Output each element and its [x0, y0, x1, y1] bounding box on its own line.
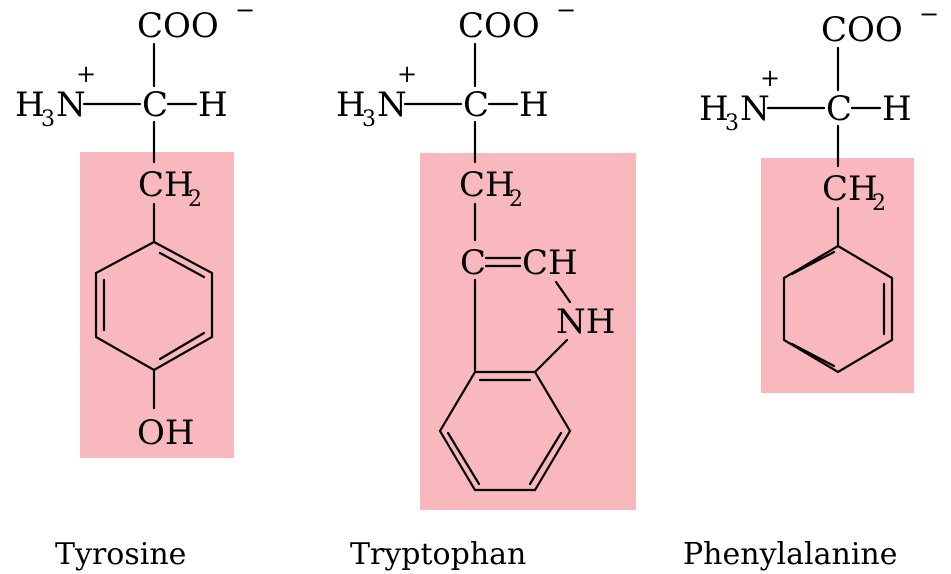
tyrosine-alpha-h: H — [198, 85, 228, 125]
phenylalanine-structure: COO − H 3 N + C H CH 2 Phenylalanine — [683, 0, 939, 572]
tyrosine-hydroxyl: OH — [137, 413, 195, 453]
phenylalanine-label: Phenylalanine — [683, 537, 897, 572]
tyrosine-alpha-carbon: C — [142, 85, 168, 125]
tyrosine-amine-n: N — [56, 85, 86, 125]
phenylalanine-carboxylate: COO — [821, 10, 903, 50]
tyrosine-ch2: CH — [138, 165, 194, 205]
tryptophan-carboxylate: COO — [458, 6, 540, 46]
tyrosine-ch2-subscript: 2 — [188, 187, 202, 212]
tryptophan-ring-c: C — [460, 243, 486, 283]
tryptophan-side-chain-highlight — [420, 153, 636, 510]
tryptophan-plus-charge: + — [397, 60, 417, 88]
tryptophan-ring-nh: NH — [556, 302, 615, 342]
phenylalanine-plus-charge: + — [760, 64, 780, 92]
tyrosine-minus-charge: − — [235, 0, 255, 24]
tryptophan-ch2-subscript: 2 — [509, 187, 523, 212]
tryptophan-structure: COO − H 3 N + C H CH 2 C CH NH Tryptopha… — [336, 0, 636, 572]
phenylalanine-benzene-ring — [782, 244, 894, 374]
tyrosine-side-chain-highlight — [80, 152, 234, 458]
tryptophan-ch2: CH — [459, 165, 515, 205]
tyrosine-amine-subscript: 3 — [41, 107, 55, 132]
tryptophan-alpha-h: H — [519, 85, 549, 125]
phenylalanine-alpha-h: H — [882, 89, 912, 129]
phenylalanine-ch2: CH — [822, 169, 878, 209]
phenylalanine-alpha-carbon: C — [826, 89, 852, 129]
tryptophan-amine-h: H — [336, 85, 366, 125]
tyrosine-label: Tyrosine — [55, 537, 186, 572]
phenylalanine-amine-n: N — [740, 89, 770, 129]
tyrosine-structure: COO − H 3 N + C H CH 2 OH Tyrosine — [15, 0, 255, 572]
tryptophan-label: Tryptophan — [350, 537, 526, 572]
tryptophan-benzene-ring — [438, 370, 572, 492]
phenylalanine-ch2-subscript: 2 — [872, 191, 886, 216]
tryptophan-amine-subscript: 3 — [362, 107, 376, 132]
tyrosine-plus-charge: + — [76, 60, 96, 88]
tryptophan-minus-charge: − — [556, 0, 576, 24]
phenylalanine-amine-h: H — [699, 89, 729, 129]
phenylalanine-minus-charge: − — [919, 0, 939, 28]
tryptophan-amine-n: N — [377, 85, 407, 125]
tyrosine-amine-h: H — [15, 85, 45, 125]
tryptophan-ring-ch: CH — [522, 243, 578, 283]
tyrosine-carboxylate: COO — [137, 6, 219, 46]
tryptophan-alpha-carbon: C — [463, 85, 489, 125]
phenylalanine-amine-subscript: 3 — [725, 111, 739, 136]
